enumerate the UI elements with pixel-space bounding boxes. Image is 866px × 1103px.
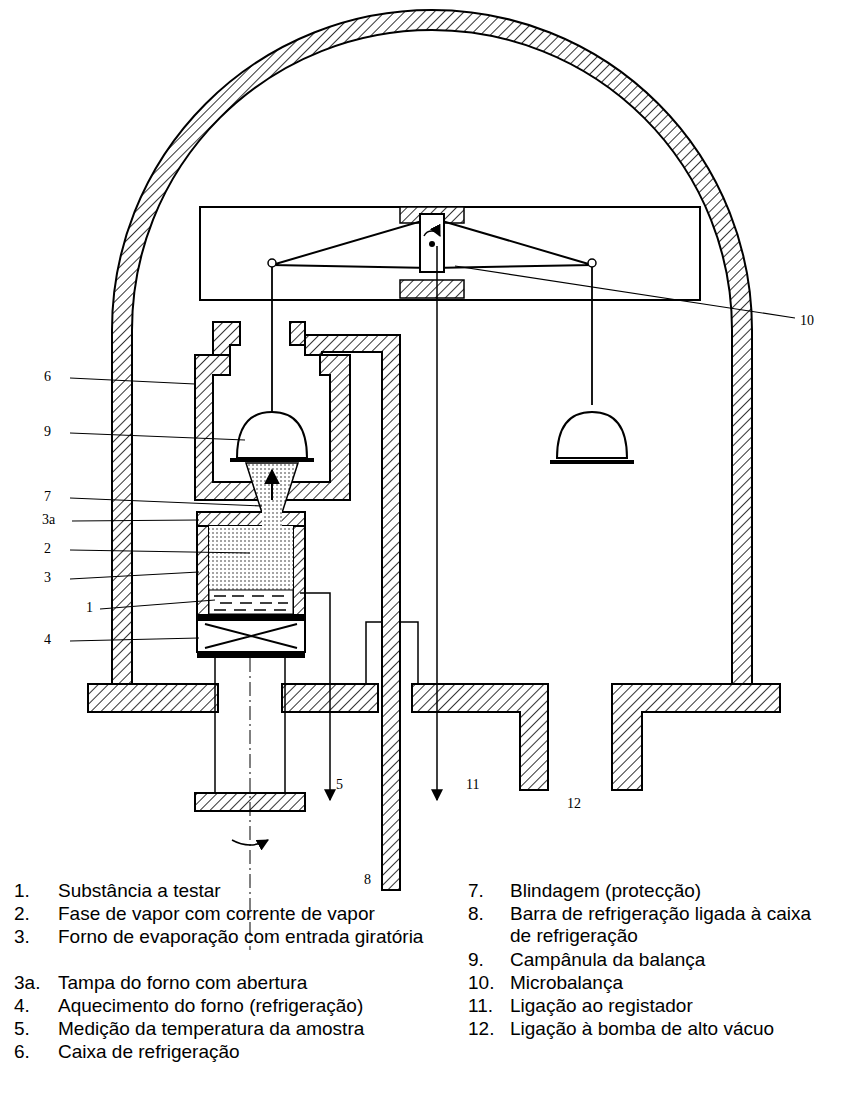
legend-text: Blindagem (protecção) — [510, 880, 830, 902]
legend-number: 4. — [14, 995, 30, 1017]
callout-number: 8 — [364, 872, 371, 888]
recorder-line — [436, 246, 438, 800]
callout-number: 9 — [44, 424, 51, 440]
balance-bell — [557, 412, 627, 458]
bell-jar — [112, 10, 752, 690]
legend-number: 9. — [468, 949, 484, 971]
legend-number: 11. — [468, 995, 493, 1017]
callout-number: 3a — [42, 512, 55, 528]
vapour-phase — [209, 526, 293, 590]
pump-port — [612, 684, 780, 790]
legend-number: 2. — [14, 903, 30, 925]
legend-text: Barra de refrigeração ligada à caixa de … — [510, 903, 830, 947]
legend-text: Forno de evaporação com entrada giratóri… — [58, 926, 428, 948]
legend-text: Medição da temperatura da amostra — [58, 1018, 428, 1040]
legend-text: Ligação ao registador — [510, 995, 830, 1017]
legend-text: Tampa do forno com abertura — [58, 972, 428, 994]
callout-number: 7 — [44, 489, 51, 505]
cooling-box — [195, 355, 350, 500]
legend-text: Microbalança — [510, 972, 830, 994]
legend-number: 3a. — [14, 972, 40, 994]
shield-funnel — [246, 463, 298, 516]
callout-number: 1 — [86, 600, 93, 616]
legend-number: 1. — [14, 880, 30, 902]
hanger-wire — [591, 267, 593, 405]
legend-text: Aquecimento do forno (refrigeração) — [58, 995, 428, 1017]
callout-number: 5 — [336, 777, 343, 793]
legend-number: 7. — [468, 880, 484, 902]
legend-number: 5. — [14, 1018, 30, 1040]
callout-number: 10 — [800, 313, 814, 329]
legend-number: 10. — [468, 972, 494, 994]
balance-frame — [200, 207, 700, 300]
legend-number: 3. — [14, 926, 30, 948]
callout-number: 6 — [44, 369, 51, 385]
legend-text: Substância a testar — [58, 880, 428, 902]
base-plate — [412, 684, 548, 790]
legend-number: 12. — [468, 1018, 494, 1040]
legend-number: 6. — [14, 1041, 30, 1063]
legend-text: Caixa de refrigeração — [58, 1041, 428, 1063]
legend-text: Fase de vapor com corrente de vapor — [58, 903, 428, 925]
legend-number: 8. — [468, 903, 484, 925]
pivot-support — [400, 280, 464, 298]
callout-number: 2 — [44, 541, 51, 557]
legend-text: Ligação à bomba de alto vácuo — [510, 1018, 830, 1040]
furnace-lid — [197, 512, 305, 526]
callout-number: 11 — [466, 777, 479, 793]
callout-number: 12 — [567, 796, 581, 812]
legend-text: Campânula da balança — [510, 949, 830, 971]
callout-number: 3 — [44, 570, 51, 586]
furnace-wall — [293, 526, 305, 618]
heater — [197, 620, 305, 652]
temperature-line — [300, 593, 330, 800]
base-plate — [88, 684, 218, 712]
cooling-rod — [305, 335, 400, 890]
callout-number: 4 — [44, 632, 51, 648]
balance-pivot — [420, 214, 444, 272]
hanger-wire — [271, 267, 273, 425]
balance-bell — [237, 412, 307, 458]
sample-liquid — [209, 590, 293, 614]
leader-lines — [70, 266, 795, 641]
